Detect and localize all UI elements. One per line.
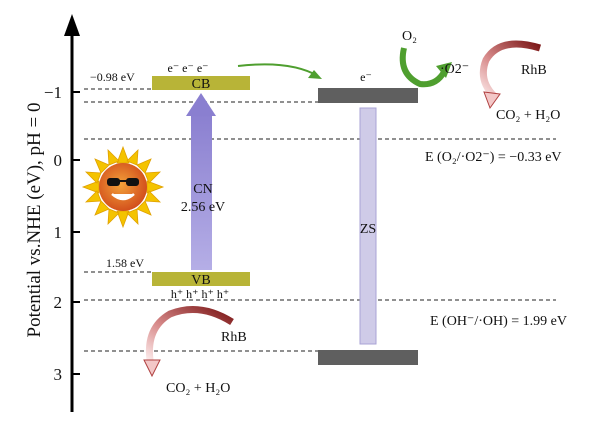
products-bottom-label: CO₂ + H₂O [166, 381, 230, 396]
zs-bandgap-bar [359, 107, 377, 345]
y-axis-arrowhead [64, 14, 80, 36]
cn-vb-band [152, 272, 250, 286]
zs-electron: e⁻ [360, 70, 372, 84]
y-axis-label: Potential vs.NHE (eV), pH = 0 [24, 103, 45, 338]
rhb-top-label: RhB [521, 63, 547, 78]
o2-reduction-arrow [399, 47, 452, 88]
tick-label: 1 [54, 223, 63, 242]
reference-lines [84, 88, 556, 352]
electron-transfer-arrow [237, 63, 322, 79]
oh-redox-label: E (OH⁻/·OH) = 1.99 eV [430, 314, 567, 329]
tick-label: 2 [54, 293, 63, 312]
cn-cb-band [152, 76, 250, 90]
o2-label: O₂ [402, 29, 417, 44]
o2-redox-label: E (O₂/·O2⁻) = −0.33 eV [425, 150, 562, 165]
sun-icon [81, 145, 165, 229]
rhb-degradation-arrow-bottom [143, 306, 234, 378]
zs-name: ZS [360, 222, 376, 237]
cn-gap: 2.56 eV [181, 200, 225, 215]
zs-cb-band [318, 88, 418, 103]
cn-electrons: e⁻ e⁻ e⁻ [168, 61, 209, 75]
cb-potential: −0.98 eV [90, 70, 135, 84]
rhb-bottom-label: RhB [221, 330, 247, 345]
vb-label: VB [191, 273, 210, 288]
tick-label: −1 [44, 83, 62, 102]
superoxide-label: ·O2⁻ [440, 62, 469, 77]
y-axis: −1 0 1 2 3 Potential vs.NHE (eV), pH = 0 [24, 14, 80, 412]
tick-label: 0 [54, 151, 63, 170]
cn-name: CN [193, 182, 212, 197]
rhb-degradation-arrow-top [479, 40, 542, 110]
vb-potential: 1.58 eV [106, 256, 144, 270]
cn-excitation-arrow [186, 93, 216, 270]
products-top-label: CO₂ + H₂O [496, 108, 560, 123]
cb-label: CB [192, 77, 211, 92]
cn-holes: h⁺ h⁺ h⁺ h⁺ [171, 287, 229, 301]
tick-label: 3 [54, 365, 63, 384]
zs-vb-band [318, 350, 418, 365]
